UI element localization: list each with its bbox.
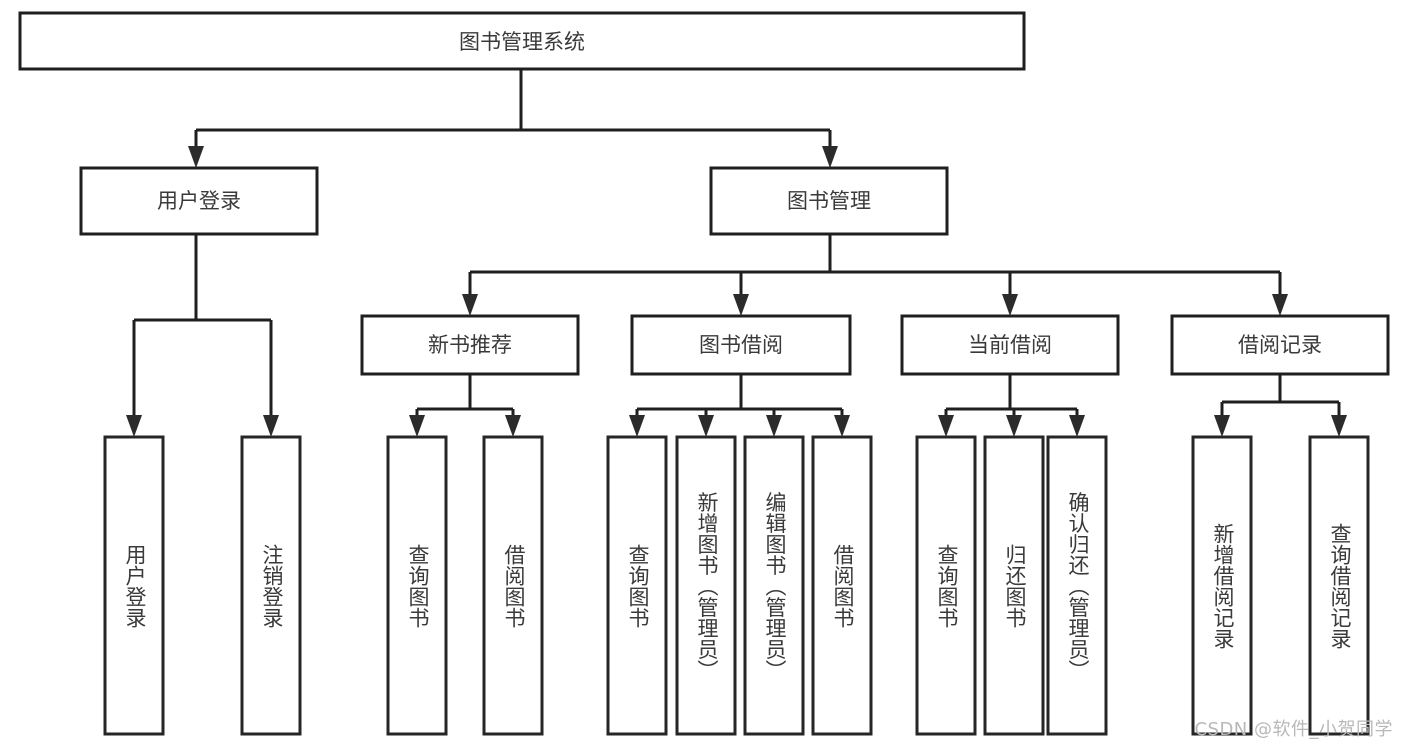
leaf-node[interactable]: 归还图书 (983, 435, 1045, 736)
node-user-login-box[interactable] (79, 166, 319, 236)
node-current-borrow-box[interactable] (900, 314, 1120, 376)
node-borrow-record-label: 借阅记录 (1238, 333, 1322, 357)
node-borrow-record[interactable]: 借阅记录 (1170, 314, 1390, 376)
node-current-borrow-label: 当前借阅 (968, 333, 1052, 357)
arrow-head-to-user-login (188, 146, 204, 168)
arrow-head-nb-leaf-2 (505, 415, 521, 437)
leaf-nb-query-book-box[interactable] (386, 435, 448, 736)
leaf-node[interactable]: 注销登录 (240, 435, 302, 736)
leaf-logout-box[interactable] (240, 435, 302, 736)
node-book-borrow[interactable]: 图书借阅 (630, 314, 852, 376)
leaf-node[interactable]: 借阅图书 (482, 435, 544, 736)
leaf-nb-borrow-book-label: 借阅图书 (502, 544, 526, 628)
leaf-node[interactable]: 借阅图书 (811, 435, 873, 736)
leaf-br-query-record-box[interactable] (1308, 435, 1370, 736)
leaf-bb-query-book-label: 查询图书 (626, 544, 650, 628)
arrow-head-to-book-borrow (733, 294, 749, 316)
arrow-head-bb-leaf-1 (629, 415, 645, 437)
connector-user-login-to-leaves (126, 234, 279, 437)
connector-current-borrow-to-leaves (938, 374, 1085, 437)
node-new-book-recommend-box[interactable] (360, 314, 580, 376)
leaf-bb-add-book-label: 新增图书（管理员） (695, 492, 719, 681)
arrow-head-br-leaf-1 (1214, 415, 1230, 437)
leaf-cb-confirm-return-label: 确认归还（管理员） (1066, 492, 1090, 681)
arrow-head-cb-leaf-1 (938, 415, 954, 437)
leaf-br-query-record-label: 查询借阅记录 (1328, 523, 1352, 649)
leaf-cb-return-book-label: 归还图书 (1003, 544, 1027, 628)
leaf-cb-return-book-box[interactable] (983, 435, 1045, 736)
leaf-node[interactable]: 确认归还（管理员） (1046, 435, 1108, 736)
node-user-login-label: 用户登录 (157, 189, 241, 213)
node-new-book-recommend-label: 新书推荐 (428, 333, 512, 357)
node-new-book-recommend[interactable]: 新书推荐 (360, 314, 580, 376)
leaf-node[interactable]: 新增图书（管理员） (675, 435, 737, 736)
leaf-logout-label: 注销登录 (260, 544, 284, 628)
leaf-bb-query-book-box[interactable] (606, 435, 668, 736)
leaf-node[interactable]: 新增借阅记录 (1191, 435, 1253, 736)
leaf-user-login-box[interactable] (103, 435, 165, 736)
arrow-head-to-borrow-record (1272, 294, 1288, 316)
leaf-nb-borrow-book-box[interactable] (482, 435, 544, 736)
node-borrow-record-box[interactable] (1170, 314, 1390, 376)
arrow-head-to-new-book (462, 294, 478, 316)
node-book-borrow-label: 图书借阅 (699, 333, 783, 357)
node-current-borrow[interactable]: 当前借阅 (900, 314, 1120, 376)
connector-borrow-record-to-leaves (1214, 374, 1347, 437)
leaf-cb-query-book-box[interactable] (915, 435, 977, 736)
arrow-head-bb-leaf-4 (834, 415, 850, 437)
arrow-head-to-current-borrow (1002, 294, 1018, 316)
leaf-node[interactable]: 查询图书 (915, 435, 977, 736)
leaf-bb-add-book-box[interactable] (675, 435, 737, 736)
leaf-br-add-record-box[interactable] (1191, 435, 1253, 736)
leaf-node[interactable]: 查询图书 (606, 435, 668, 736)
leaf-cb-confirm-return-box[interactable] (1046, 435, 1108, 736)
node-root-label: 图书管理系统 (459, 30, 585, 54)
arrow-head-cb-leaf-2 (1006, 415, 1022, 437)
leaf-node[interactable]: 用户登录 (103, 435, 165, 736)
leaf-bb-borrow-book-box[interactable] (811, 435, 873, 736)
leaf-bb-borrow-book-label: 借阅图书 (831, 544, 855, 628)
arrow-head-leaf-logout (263, 415, 279, 437)
arrow-head-bb-leaf-2 (698, 415, 714, 437)
leaf-node[interactable]: 查询借阅记录 (1308, 435, 1370, 736)
leaf-br-add-record-label: 新增借阅记录 (1211, 523, 1235, 649)
leaf-node[interactable]: 编辑图书（管理员） (743, 435, 805, 736)
leaf-node[interactable]: 查询图书 (386, 435, 448, 736)
node-book-manage-box[interactable] (709, 166, 949, 236)
arrow-head-leaf-user-login (126, 415, 142, 437)
connector-book-manage-to-level3 (462, 234, 1288, 316)
connector-root-to-level2 (188, 69, 838, 168)
arrow-head-br-leaf-2 (1331, 415, 1347, 437)
leaf-nb-query-book-label: 查询图书 (406, 544, 430, 628)
leaf-bb-edit-book-label: 编辑图书（管理员） (763, 492, 787, 681)
leaf-cb-query-book-label: 查询图书 (935, 544, 959, 628)
arrow-head-nb-leaf-1 (409, 415, 425, 437)
leaf-user-login-label: 用户登录 (123, 544, 147, 628)
node-book-borrow-box[interactable] (630, 314, 852, 376)
node-user-login[interactable]: 用户登录 (79, 166, 319, 236)
arrow-head-cb-leaf-3 (1069, 415, 1085, 437)
connector-new-book-to-leaves (409, 374, 521, 437)
node-book-manage[interactable]: 图书管理 (709, 166, 949, 236)
arrow-head-to-book-manage (822, 146, 838, 168)
leaf-bb-edit-book-box[interactable] (743, 435, 805, 736)
connector-book-borrow-to-leaves (629, 374, 850, 437)
node-root[interactable]: 图书管理系统 (18, 11, 1026, 71)
node-root-box[interactable] (18, 11, 1026, 71)
node-book-manage-label: 图书管理 (787, 189, 871, 213)
arrow-head-bb-leaf-3 (766, 415, 782, 437)
